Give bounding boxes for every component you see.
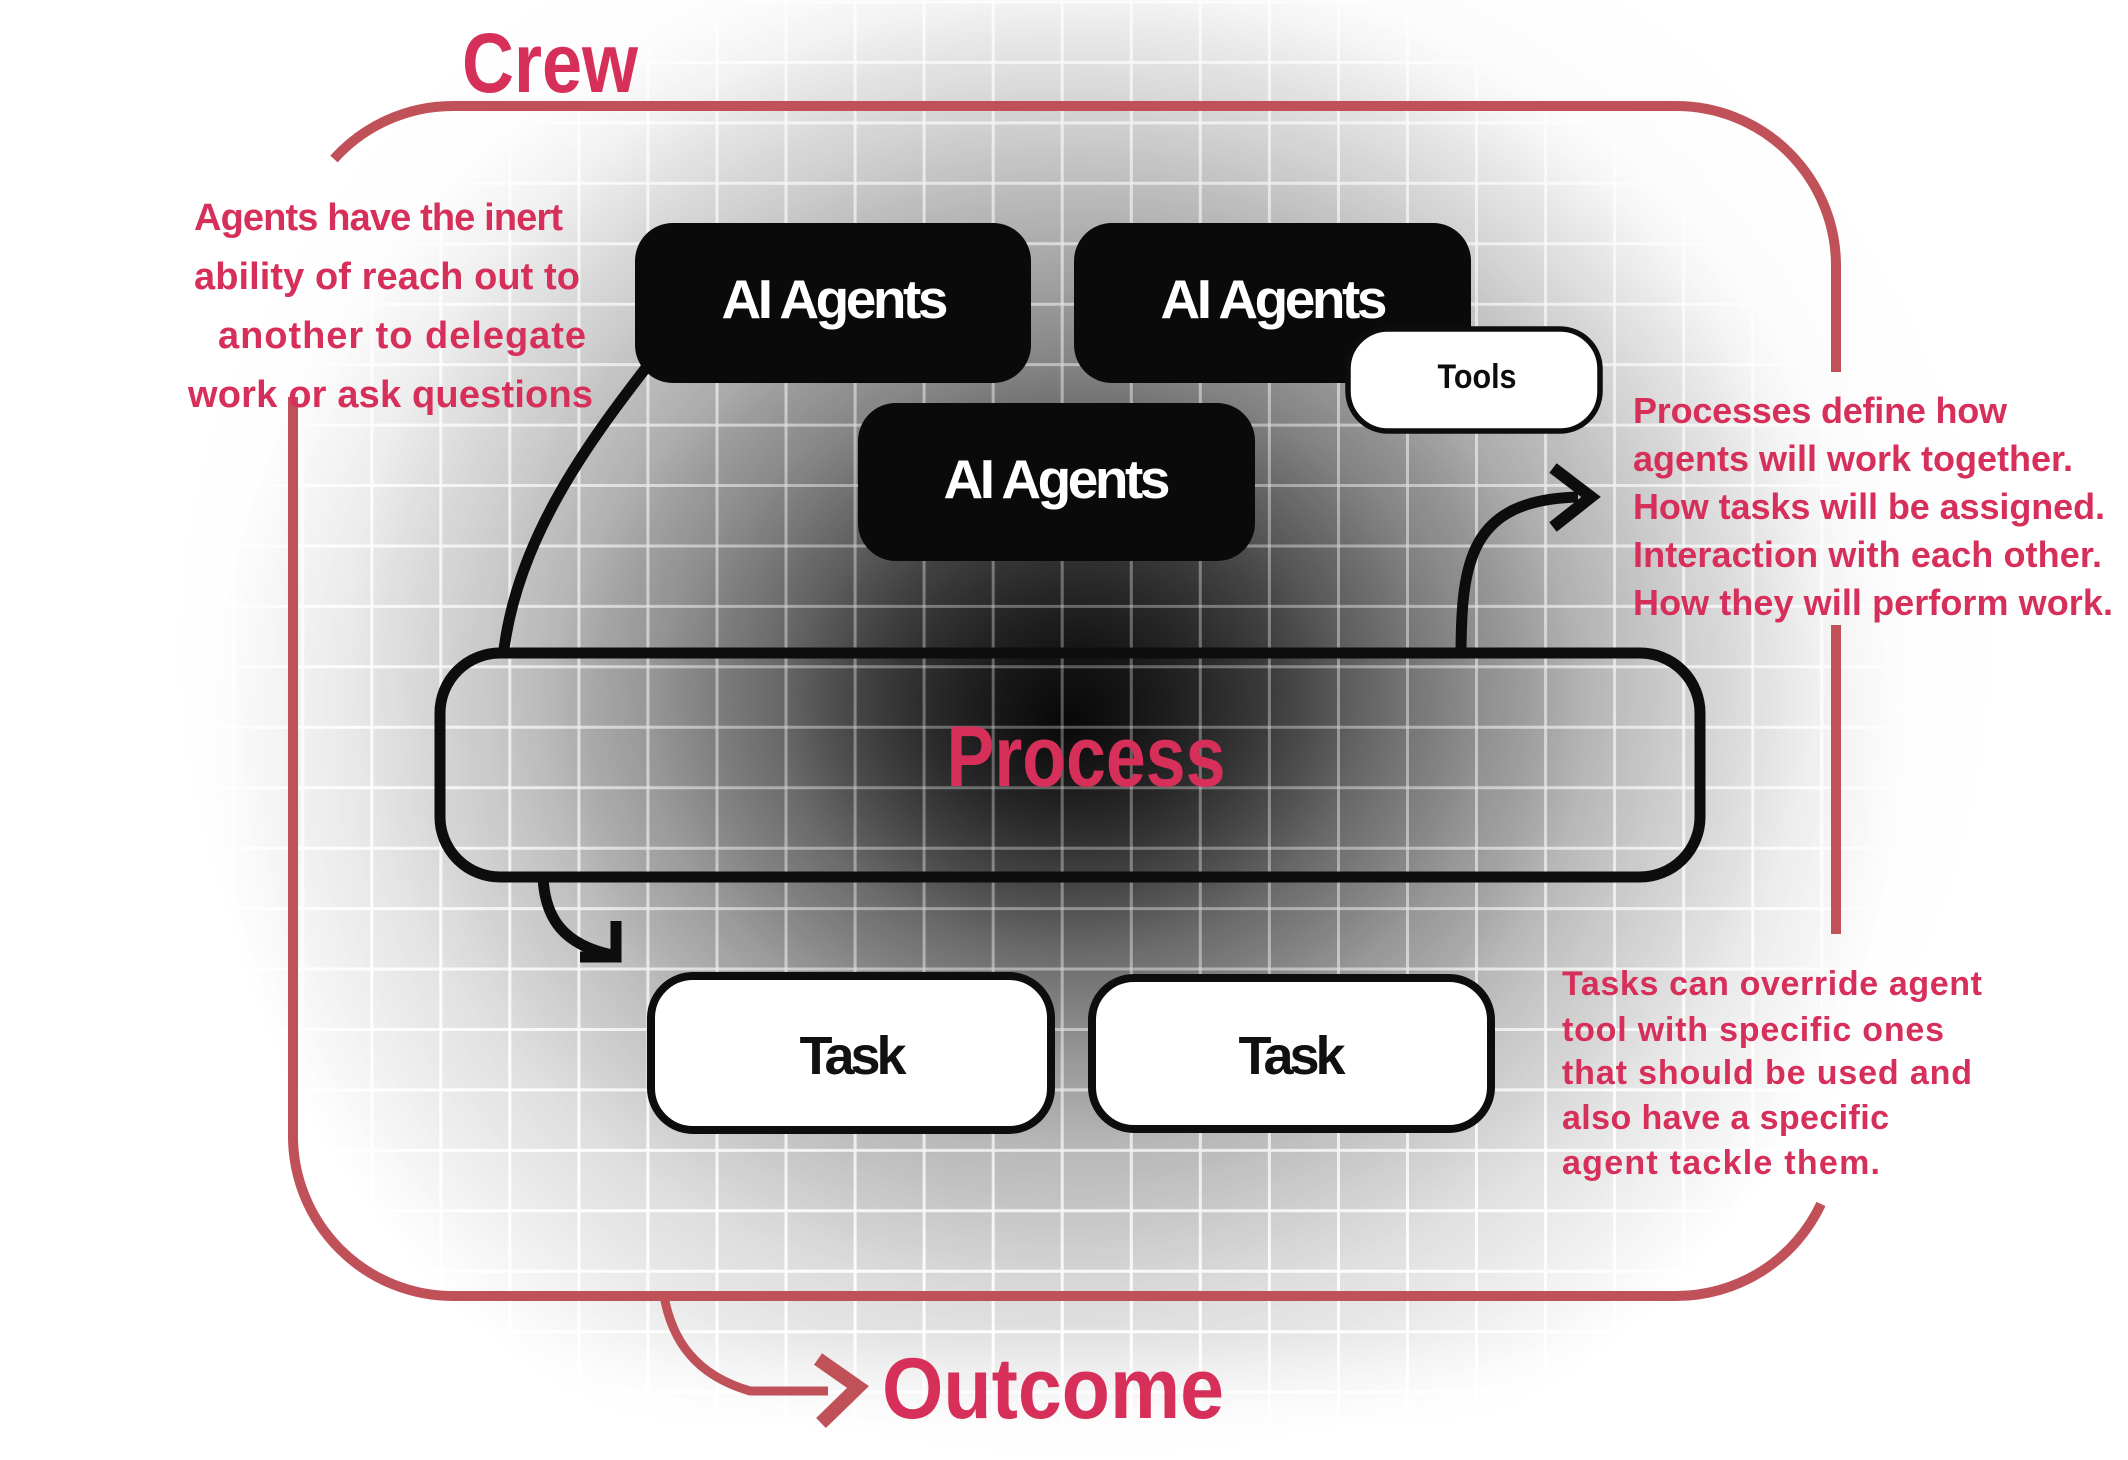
svg-text:Task: Task [800,1026,908,1086]
svg-text:Interaction with each other.: Interaction with each other. [1633,534,2102,575]
svg-text:Task: Task [1239,1026,1347,1086]
svg-text:another to delegate: another to delegate [218,315,586,357]
svg-text:Process: Process [947,709,1226,805]
svg-text:AI Agents: AI Agents [722,268,949,330]
svg-text:Tasks can override agent: Tasks can override agent [1562,965,1982,1003]
svg-text:Agents have the inert: Agents have the inert [194,197,563,239]
svg-text:work or ask questions: work or ask questions [187,374,593,416]
svg-text:agents will work together.: agents will work together. [1633,438,2073,479]
svg-text:agent tackle them.: agent tackle them. [1562,1144,1880,1182]
svg-text:also have a specific: also have a specific [1562,1099,1889,1137]
svg-text:How they will perform work.: How they will perform work. [1633,582,2113,623]
svg-text:Tools: Tools [1438,358,1517,396]
svg-text:tool with specific ones: tool with specific ones [1562,1011,1944,1049]
svg-text:Processes define how: Processes define how [1633,390,2008,431]
svg-text:Crew: Crew [462,16,639,110]
svg-text:How tasks will be assigned.: How tasks will be assigned. [1633,486,2105,527]
svg-text:AI Agents: AI Agents [1161,268,1388,330]
svg-text:Outcome: Outcome [882,1341,1224,1437]
svg-text:that should be used and: that should be used and [1562,1054,1972,1092]
svg-text:AI Agents: AI Agents [944,448,1171,510]
svg-text:ability of reach out to: ability of reach out to [194,256,580,298]
